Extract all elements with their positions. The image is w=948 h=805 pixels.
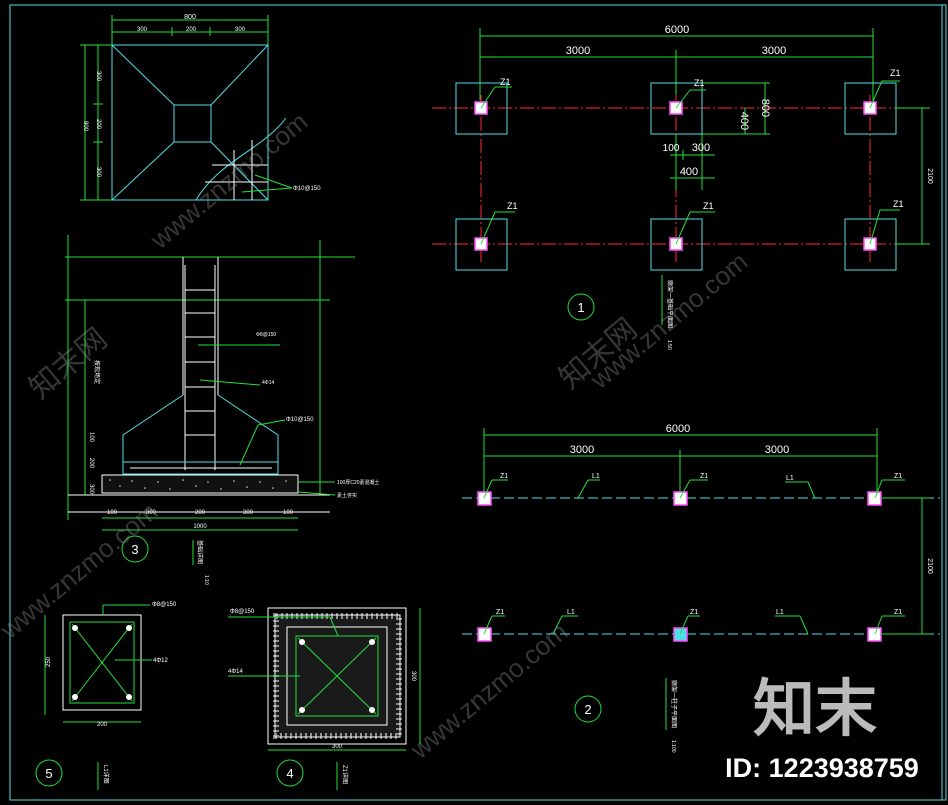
plan1-label-z1-f: Z1 bbox=[893, 199, 904, 209]
section-dim-b3: 200 bbox=[195, 510, 206, 516]
watermark-url-2: www.znzmo.com bbox=[584, 246, 753, 395]
footing-plan bbox=[80, 15, 293, 201]
l1-bars: 4Φ12 bbox=[153, 658, 168, 664]
detail-3-number: 3 bbox=[131, 542, 138, 557]
footing-dim-left-2: 200 bbox=[95, 119, 101, 130]
plan1-label-z1-a: Z1 bbox=[500, 77, 511, 87]
section-dim-1000: 1000 bbox=[193, 524, 207, 530]
detail-5-marker bbox=[35, 759, 63, 787]
detail-2-marker bbox=[574, 695, 602, 723]
detail-3-caption: 基础详图 bbox=[196, 540, 204, 564]
section-dim-left-1: 100 bbox=[88, 432, 94, 443]
detail-4-marker bbox=[276, 759, 304, 787]
plan2-col-z1-d: Z1 bbox=[496, 609, 504, 616]
section-dim-b5: 100 bbox=[283, 510, 294, 516]
plan2-dim-2100: 2100 bbox=[926, 558, 933, 574]
section-note-d: 100厚C20素混凝土 bbox=[337, 479, 380, 486]
foundation-plan bbox=[432, 28, 930, 271]
plan2-col-z1-c: Z1 bbox=[894, 473, 902, 480]
plan1-dim-2100: 2100 bbox=[926, 168, 933, 184]
detail-2-number: 2 bbox=[584, 702, 591, 717]
section-note-a: Φ8@150 bbox=[256, 332, 276, 338]
beam-section-l1 bbox=[44, 604, 152, 723]
footing-dim-800: 800 bbox=[184, 14, 196, 21]
plan1-label-z1-c: Z1 bbox=[890, 68, 901, 78]
plan2-beam-l1-d: L1 bbox=[776, 609, 784, 616]
section-dim-b1: 100 bbox=[107, 510, 118, 516]
detail-3-scale: 1:10 bbox=[203, 575, 209, 585]
l1-dim-w: 200 bbox=[97, 722, 108, 728]
footing-rebar-note: Φ10@150 bbox=[293, 186, 321, 192]
section-note-e: 素土夯实 bbox=[337, 492, 357, 499]
watermark-url-4: www.znzmo.com bbox=[0, 496, 163, 645]
plan1-dim-400: 400 bbox=[680, 166, 698, 178]
plan2-col-z1-a: Z1 bbox=[500, 473, 508, 480]
detail-1-marker bbox=[567, 293, 595, 321]
plan1-dim-400-vert: 400 bbox=[738, 112, 750, 130]
section-dim-b2: 300 bbox=[146, 510, 157, 516]
footing-dim-top-3: 300 bbox=[235, 27, 246, 33]
plan2-col-z1-f: Z1 bbox=[894, 609, 902, 616]
plan1-dim-left: 3000 bbox=[566, 45, 590, 57]
section-dim-left-2: 200 bbox=[88, 458, 94, 469]
watermark-url-1: www.znzmo.com bbox=[144, 106, 313, 255]
footing-dim-top-2: 200 bbox=[186, 27, 197, 33]
watermark-id: ID: 1223938759 bbox=[725, 753, 919, 783]
plan2-dim-right: 3000 bbox=[765, 444, 789, 456]
l1-dim-h: 250 bbox=[46, 656, 52, 667]
plan2-dim-left: 3000 bbox=[570, 444, 594, 456]
section-side-label: 按现场定 bbox=[93, 360, 101, 384]
detail-1-number: 1 bbox=[577, 300, 584, 315]
plan1-dim-total: 6000 bbox=[665, 24, 689, 36]
footing-dim-left-1: 300 bbox=[95, 71, 101, 82]
plan2-beam-l1-c: L1 bbox=[567, 609, 575, 616]
detail-1-scale: 1:50 bbox=[666, 340, 672, 350]
section-note-b: 4Φ14 bbox=[262, 380, 275, 386]
plan2-dim-total: 6000 bbox=[666, 423, 690, 435]
detail-2-scale: 1:100 bbox=[670, 740, 676, 753]
section-dim-left-3: 300 bbox=[88, 484, 94, 495]
column-section-z1 bbox=[228, 607, 421, 751]
plan2-col-z1-b: Z1 bbox=[700, 473, 708, 480]
detail-5-number: 5 bbox=[45, 766, 52, 781]
footing-dim-top-1: 300 bbox=[137, 27, 148, 33]
footing-dim-left-3: 300 bbox=[95, 167, 101, 178]
plan2-col-z1-e: Z1 bbox=[690, 609, 698, 616]
detail-4-number: 4 bbox=[286, 766, 293, 781]
plan1-dim-100: 100 bbox=[663, 143, 680, 154]
section-note-c: Φ10@150 bbox=[286, 417, 314, 423]
footing-dim-left: 800 bbox=[82, 121, 88, 132]
plan1-label-z1-d: Z1 bbox=[507, 201, 518, 211]
z1-dim-w: 300 bbox=[332, 744, 343, 750]
plan1-dim-800: 800 bbox=[759, 99, 771, 117]
z1-stirrup: Φ8@150 bbox=[230, 609, 255, 615]
detail-3-marker bbox=[121, 535, 149, 563]
detail-4-caption: Z1详图 bbox=[341, 765, 349, 784]
plan2-beam-l1-a: L1 bbox=[592, 473, 600, 480]
l1-stirrup: Φ8@150 bbox=[152, 602, 177, 608]
plan1-label-z1-e: Z1 bbox=[703, 201, 714, 211]
plan1-dim-right: 3000 bbox=[762, 45, 786, 57]
detail-5-caption: L1详图 bbox=[102, 765, 110, 784]
plan2-beam-l1-b: L1 bbox=[786, 475, 794, 482]
section-dim-b4: 300 bbox=[243, 510, 254, 516]
drawing-border bbox=[9, 4, 947, 801]
watermark-logo: 知末 bbox=[753, 675, 877, 744]
plan1-label-z1-b: Z1 bbox=[694, 78, 705, 88]
z1-dim-h: 300 bbox=[410, 671, 416, 682]
column-plan bbox=[462, 428, 940, 642]
z1-bars: 4Φ14 bbox=[228, 669, 243, 675]
plan1-dim-300: 300 bbox=[692, 142, 710, 154]
footing-section bbox=[65, 235, 355, 531]
detail-1-caption: 廊架一基础平面图 bbox=[666, 280, 674, 328]
detail-2-caption: 廊架一柱子平面图 bbox=[670, 680, 678, 728]
